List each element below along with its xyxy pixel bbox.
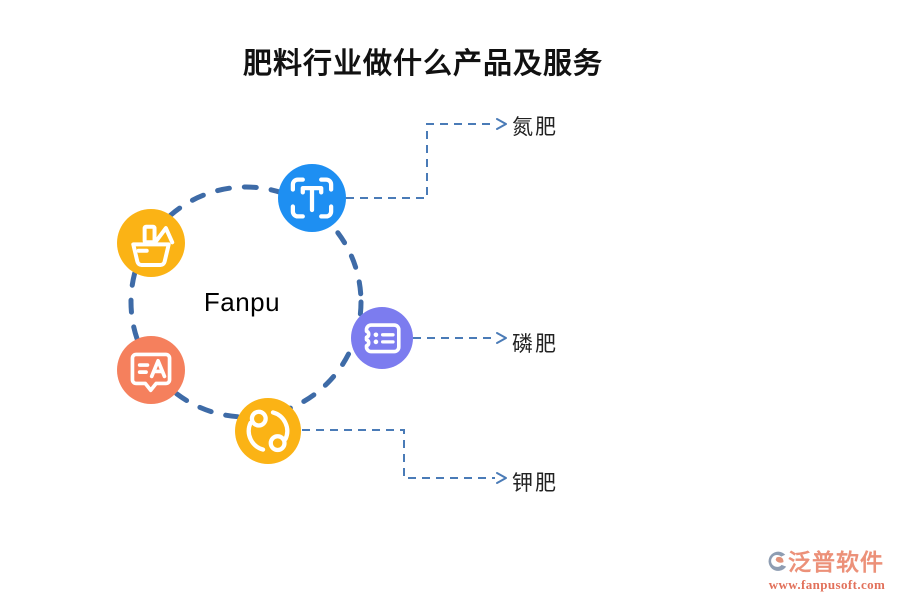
- node-translate-bubble: [117, 336, 185, 404]
- branch-label-potassium: 钾肥: [512, 471, 558, 495]
- watermark: 泛普软件 www.fanpusoft.com: [766, 550, 890, 593]
- text-scan-icon: [290, 177, 334, 219]
- watermark-url: www.fanpusoft.com: [768, 577, 886, 592]
- branch-label-phosphate: 磷肥: [512, 332, 558, 356]
- dashed-ring: [128, 184, 364, 420]
- ticket-list-icon: [364, 323, 401, 354]
- node-basket: [117, 209, 185, 277]
- branch-label-nitrogen: 氮肥: [512, 115, 558, 139]
- translate-bubble-icon: [130, 352, 172, 393]
- node-ticket: [351, 307, 413, 369]
- sync-arrows-icon: [246, 409, 290, 453]
- center-label: Fanpu: [203, 287, 281, 317]
- arrowhead-potassium: [496, 472, 507, 484]
- arrowhead-nitrogen: [496, 118, 507, 130]
- connector-potassium: [302, 429, 495, 479]
- page-title: 肥料行业做什么产品及服务: [242, 48, 604, 80]
- fanpu-logo-icon: [768, 551, 787, 571]
- node-text-scan: [278, 164, 346, 232]
- shopping-basket-icon: [131, 224, 175, 267]
- node-sync: [235, 398, 301, 464]
- arrowhead-phosphate: [496, 332, 507, 344]
- watermark-brand: 泛普软件: [788, 550, 884, 575]
- connector-nitrogen: [346, 123, 495, 199]
